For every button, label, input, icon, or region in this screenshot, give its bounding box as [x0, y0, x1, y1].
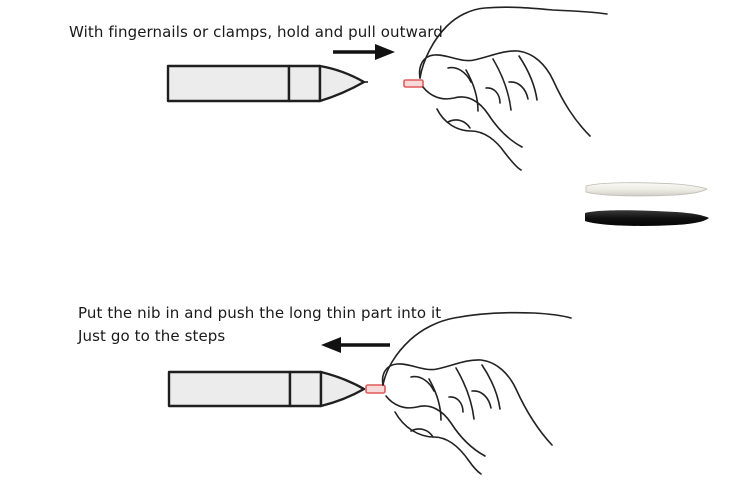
arrow-left-icon: [321, 337, 390, 353]
pen-bottom: [167, 370, 366, 408]
pen-top-collar: [287, 64, 322, 103]
spare-nib-black: [585, 210, 709, 226]
pen-top-barrel: [166, 64, 291, 103]
step-insert-note: Just go to the steps: [78, 327, 226, 345]
spare-nib-white: [585, 182, 708, 197]
step-insert-instruction: Put the nib in and push the long thin pa…: [78, 304, 442, 322]
arrow-right-icon: [333, 44, 395, 60]
pen-bottom-collar: [288, 370, 323, 408]
hand-icon: [381, 311, 572, 475]
nib-icon: [365, 384, 386, 394]
pen-bottom-cone: [319, 370, 366, 408]
pen-top-cone: [318, 64, 366, 103]
step-remove-instruction: With fingernails or clamps, hold and pul…: [69, 23, 443, 41]
nib-icon: [403, 79, 424, 88]
pen-top: [166, 64, 366, 103]
hand-icon: [418, 6, 608, 171]
pen-bottom-barrel: [167, 370, 292, 408]
